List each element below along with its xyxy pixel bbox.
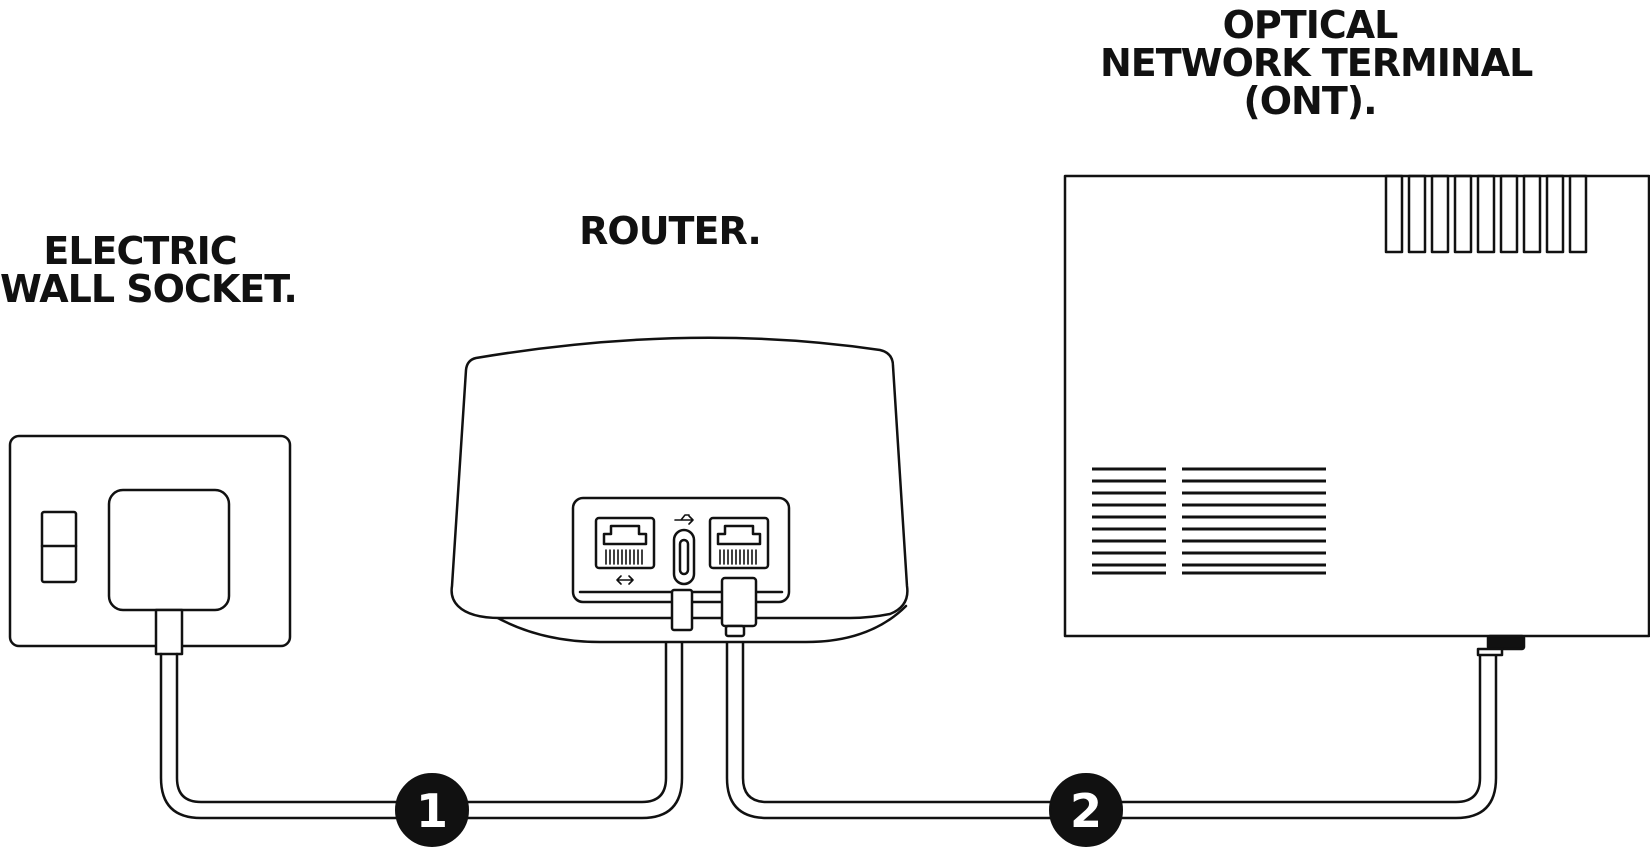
ont-label-line-3: (ONT). <box>1243 79 1377 123</box>
top-vents <box>1384 174 1588 254</box>
wall-socket-label-line-1: ELECTRIC <box>43 229 237 273</box>
router-label: ROUTER. <box>540 212 800 250</box>
step-badge-1: 1 <box>395 773 469 847</box>
router-label-line-1: ROUTER. <box>579 209 762 253</box>
side-vents <box>1092 467 1326 575</box>
step-number-1: 1 <box>416 784 448 838</box>
step-badge-2: 2 <box>1049 773 1123 847</box>
wall-socket <box>8 434 292 656</box>
ont-label: OPTICAL NETWORK TERMINAL (ONT). <box>1100 3 1533 123</box>
router <box>450 336 909 644</box>
usb-c-port-icon <box>672 528 696 586</box>
ont-device <box>1063 174 1650 657</box>
power-connector <box>670 588 694 632</box>
ont-label-line-2: NETWORK TERMINAL <box>1100 41 1533 85</box>
ont-label-line-1: OPTICAL <box>1222 3 1399 47</box>
step-number-2: 2 <box>1070 784 1102 838</box>
wall-socket-label-line-2: WALL SOCKET. <box>0 267 298 311</box>
ethernet-port-icon <box>708 516 770 570</box>
plug-icon <box>107 488 231 656</box>
port-arrows-icon <box>616 575 634 585</box>
ethernet-connector <box>720 576 758 638</box>
usb-symbol-icon <box>674 514 694 525</box>
ethernet-port-icon <box>594 516 656 570</box>
power-switch-icon <box>40 510 78 584</box>
wall-socket-label: ELECTRIC WALL SOCKET. <box>0 229 298 311</box>
ont-connector <box>1476 634 1526 657</box>
